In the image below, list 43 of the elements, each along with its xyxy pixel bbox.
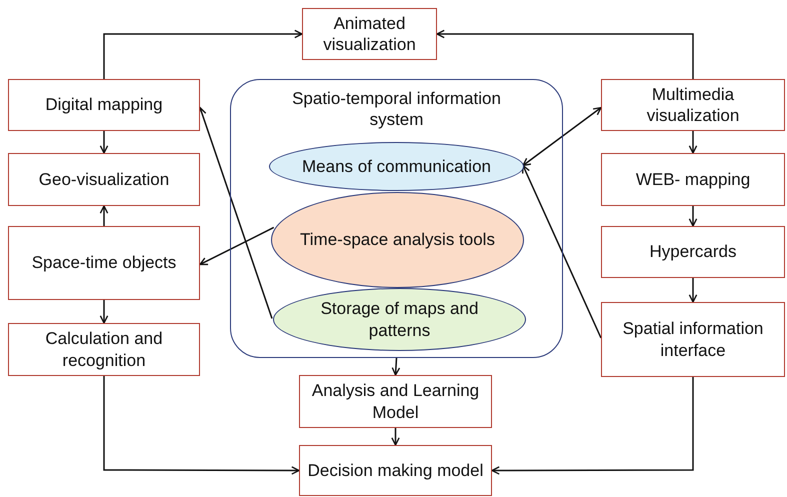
arrow	[391, 428, 400, 446]
arrow	[103, 376, 300, 475]
process-box	[8, 79, 200, 131]
arrow	[491, 377, 694, 475]
node-label: Analysis and Learning Model	[310, 380, 480, 423]
node-label: Spatial information interface	[622, 318, 764, 361]
process-box	[302, 8, 437, 60]
node-label: Storage of maps and patterns	[320, 298, 480, 341]
process-box	[8, 226, 200, 300]
process-box	[299, 375, 492, 428]
arrow	[103, 30, 303, 79]
node-label: Space-time objects	[32, 252, 176, 274]
node-label: Geo-visualization	[38, 168, 170, 190]
process-box	[601, 79, 785, 131]
node-label: Animated visualization	[322, 12, 417, 56]
process-box	[601, 302, 785, 377]
system-panel	[230, 79, 563, 358]
node-label: Decision making model	[308, 460, 484, 482]
node-label: Calculation and recognition	[44, 328, 164, 371]
process-box	[8, 153, 200, 206]
arrow	[199, 226, 274, 266]
arrow	[522, 106, 602, 166]
arrow	[688, 206, 698, 227]
process-box	[299, 445, 492, 496]
arrow	[688, 278, 698, 303]
node-label: Digital mapping	[45, 94, 163, 116]
arrow	[688, 131, 698, 154]
node-label: Means of communication	[302, 156, 491, 178]
process-box	[601, 226, 785, 278]
node-label: WEB- mapping	[636, 168, 750, 190]
arrow	[100, 131, 108, 154]
arrow	[522, 164, 602, 338]
arrow	[100, 205, 108, 226]
node-label: Hypercards	[650, 241, 736, 263]
arrow	[392, 358, 400, 376]
process-box	[8, 323, 200, 376]
node-label: Multimedia visualization	[646, 84, 740, 126]
arrow	[436, 30, 694, 79]
node-label: Spatio-temporal information system	[291, 88, 502, 130]
arrow	[198, 106, 273, 319]
node-label: Time-space analysis tools	[300, 229, 495, 251]
process-box	[601, 153, 785, 206]
arrow	[100, 300, 108, 324]
